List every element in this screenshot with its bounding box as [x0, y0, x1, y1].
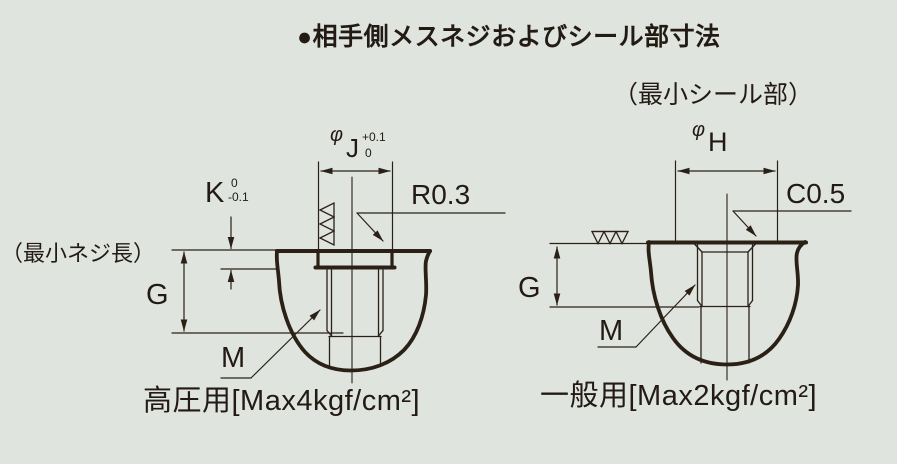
left-dim-k	[171, 216, 278, 290]
j-letter: J	[346, 133, 359, 163]
left-dim-phi-j	[317, 161, 394, 253]
j-tolerance-upper: +0.1	[362, 130, 386, 144]
k-tolerance-lower: -0.1	[228, 190, 249, 204]
left-diagram	[171, 161, 506, 384]
right-dim-phi-h	[674, 160, 779, 243]
right-thread-bore	[693, 243, 757, 364]
left-counterbore	[313, 250, 397, 270]
g-label-right: G	[518, 272, 541, 304]
min-thread-length-label: （最小ネジ長）	[1, 241, 156, 266]
left-thread-bore	[326, 269, 384, 367]
right-leader-c05	[732, 210, 852, 237]
right-dim-g	[549, 242, 700, 308]
k-label: K	[205, 177, 225, 209]
g-label-left: G	[146, 279, 169, 311]
left-caption: 高圧用[Max4kgf/cm²]	[143, 385, 421, 417]
r03-label: R0.3	[411, 179, 471, 210]
right-body-outline	[646, 240, 807, 367]
phi-symbol-j: φ	[330, 124, 344, 146]
page-title: ●相手側メスネジおよびシール部寸法	[297, 23, 721, 51]
left-leader-m	[220, 309, 321, 379]
right-diagram	[549, 160, 852, 381]
phi-symbol-h: φ	[692, 119, 706, 141]
min-seal-label: （最小シール部）	[613, 81, 814, 109]
left-body-outline	[274, 249, 432, 373]
h-letter: H	[708, 127, 728, 157]
m-label-left: M	[221, 342, 246, 374]
k-tolerance-upper: 0	[231, 176, 238, 190]
right-surface-finish-symbol	[590, 230, 630, 245]
left-dim-g	[171, 251, 344, 334]
m-label-right: M	[599, 315, 624, 347]
j-tolerance-lower: 0	[365, 146, 372, 160]
left-leader-r03	[356, 212, 506, 242]
right-leader-m	[597, 284, 696, 348]
c05-label: C0.5	[786, 178, 846, 209]
left-surface-finish-symbol	[318, 201, 335, 247]
right-caption: 一般用[Max2kgf/cm²]	[540, 380, 818, 412]
